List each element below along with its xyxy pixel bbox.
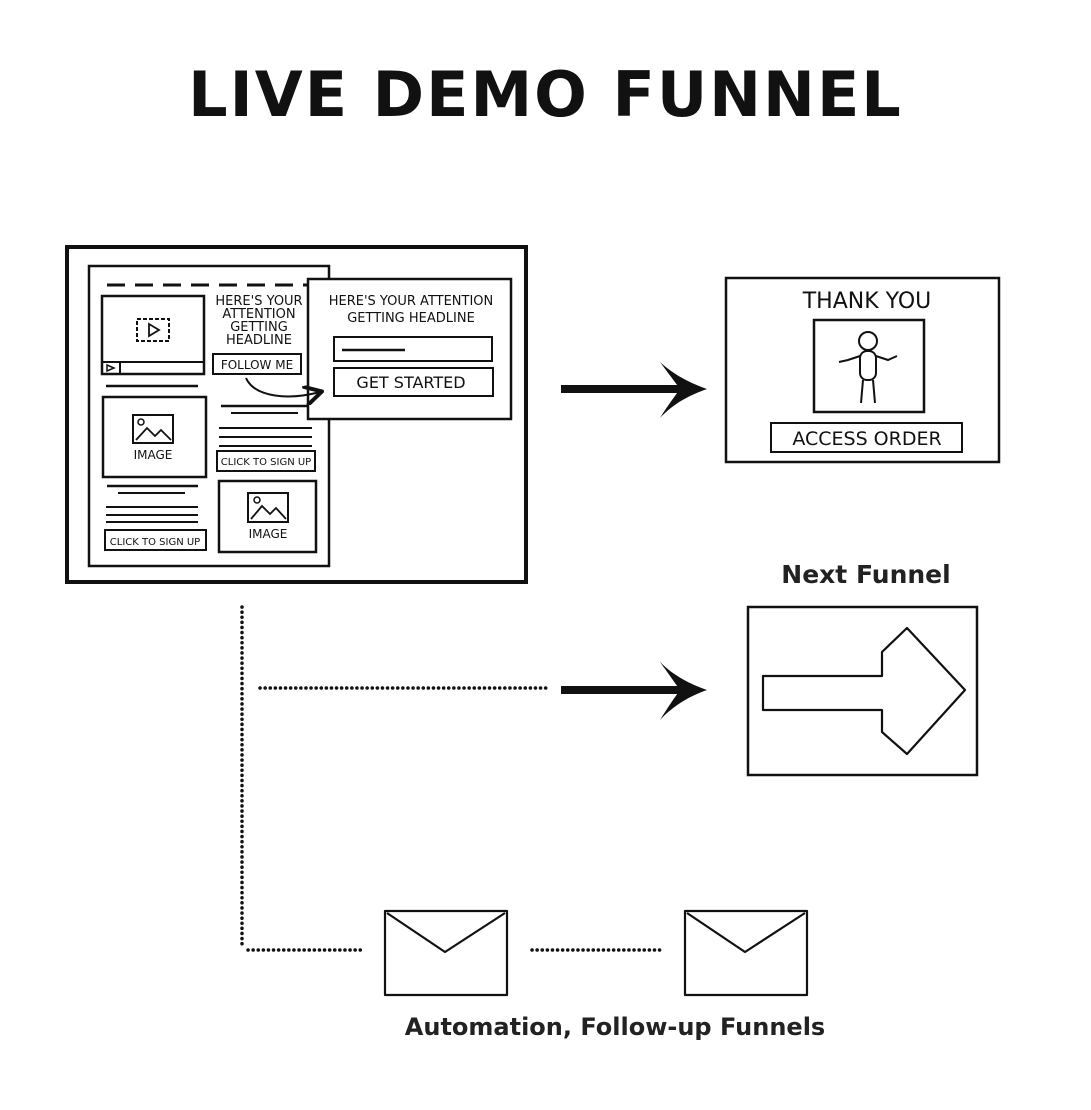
get-started-label: GET STARTED	[356, 373, 465, 392]
arrow-to-thank-you	[561, 362, 707, 418]
access-order-button[interactable]: ACCESS ORDER	[770, 422, 963, 453]
arrow-to-next-funnel	[561, 662, 707, 720]
envelope-icon	[683, 909, 809, 997]
video-thumbnail	[100, 294, 206, 376]
envelope-icon	[383, 909, 509, 997]
thank-you-heading: THANK YOU	[802, 289, 932, 314]
follow-arrow	[245, 377, 320, 396]
dotted-connectors	[240, 605, 664, 952]
arrow-right-icon	[761, 626, 967, 756]
follow-me-label: FOLLOW ME	[221, 358, 293, 372]
image-label-1: IMAGE	[134, 448, 173, 462]
image-icon	[132, 414, 174, 444]
signup-label-1: CLICK TO SIGN UP	[221, 457, 311, 468]
popup-headline-line-2: GETTING HEADLINE	[347, 311, 475, 326]
thank-you-page-mockup: THANK YOU ACCESS ORDER	[724, 276, 1001, 464]
person-icon	[838, 331, 898, 404]
next-funnel-box	[746, 605, 979, 777]
landing-page-mockup: HERE'S YOUR ATTENTION GETTING HEADLINE F…	[65, 245, 528, 584]
follow-me-button[interactable]: FOLLOW ME	[212, 353, 302, 375]
signup-button-1[interactable]: CLICK TO SIGN UP	[216, 450, 316, 472]
image-placeholder-2: IMAGE	[217, 479, 318, 554]
image-label-2: IMAGE	[249, 527, 288, 541]
optin-popup: HERE'S YOUR ATTENTION GETTING HEADLINE G…	[306, 277, 513, 421]
access-order-label: ACCESS ORDER	[792, 428, 941, 450]
signup-label-2: CLICK TO SIGN UP	[110, 537, 200, 548]
next-funnel-label: Next Funnel	[781, 560, 951, 589]
landing-headline-line-3: GETTING	[230, 320, 288, 335]
image-placeholder-1: IMAGE	[101, 395, 208, 479]
landing-headline-line-4: HEADLINE	[226, 333, 292, 348]
page-title: LIVE DEMO FUNNEL	[188, 58, 903, 131]
landing-headline-line-1: HERE'S YOUR	[215, 294, 302, 309]
signup-button-2[interactable]: CLICK TO SIGN UP	[104, 529, 207, 551]
landing-headline-line-2: ATTENTION	[222, 307, 295, 322]
get-started-button[interactable]: GET STARTED	[333, 367, 494, 397]
video-icon	[136, 318, 170, 342]
automation-label: Automation, Follow-up Funnels	[404, 1013, 826, 1041]
image-icon	[247, 492, 289, 523]
popup-headline-line-1: HERE'S YOUR ATTENTION	[329, 294, 494, 309]
